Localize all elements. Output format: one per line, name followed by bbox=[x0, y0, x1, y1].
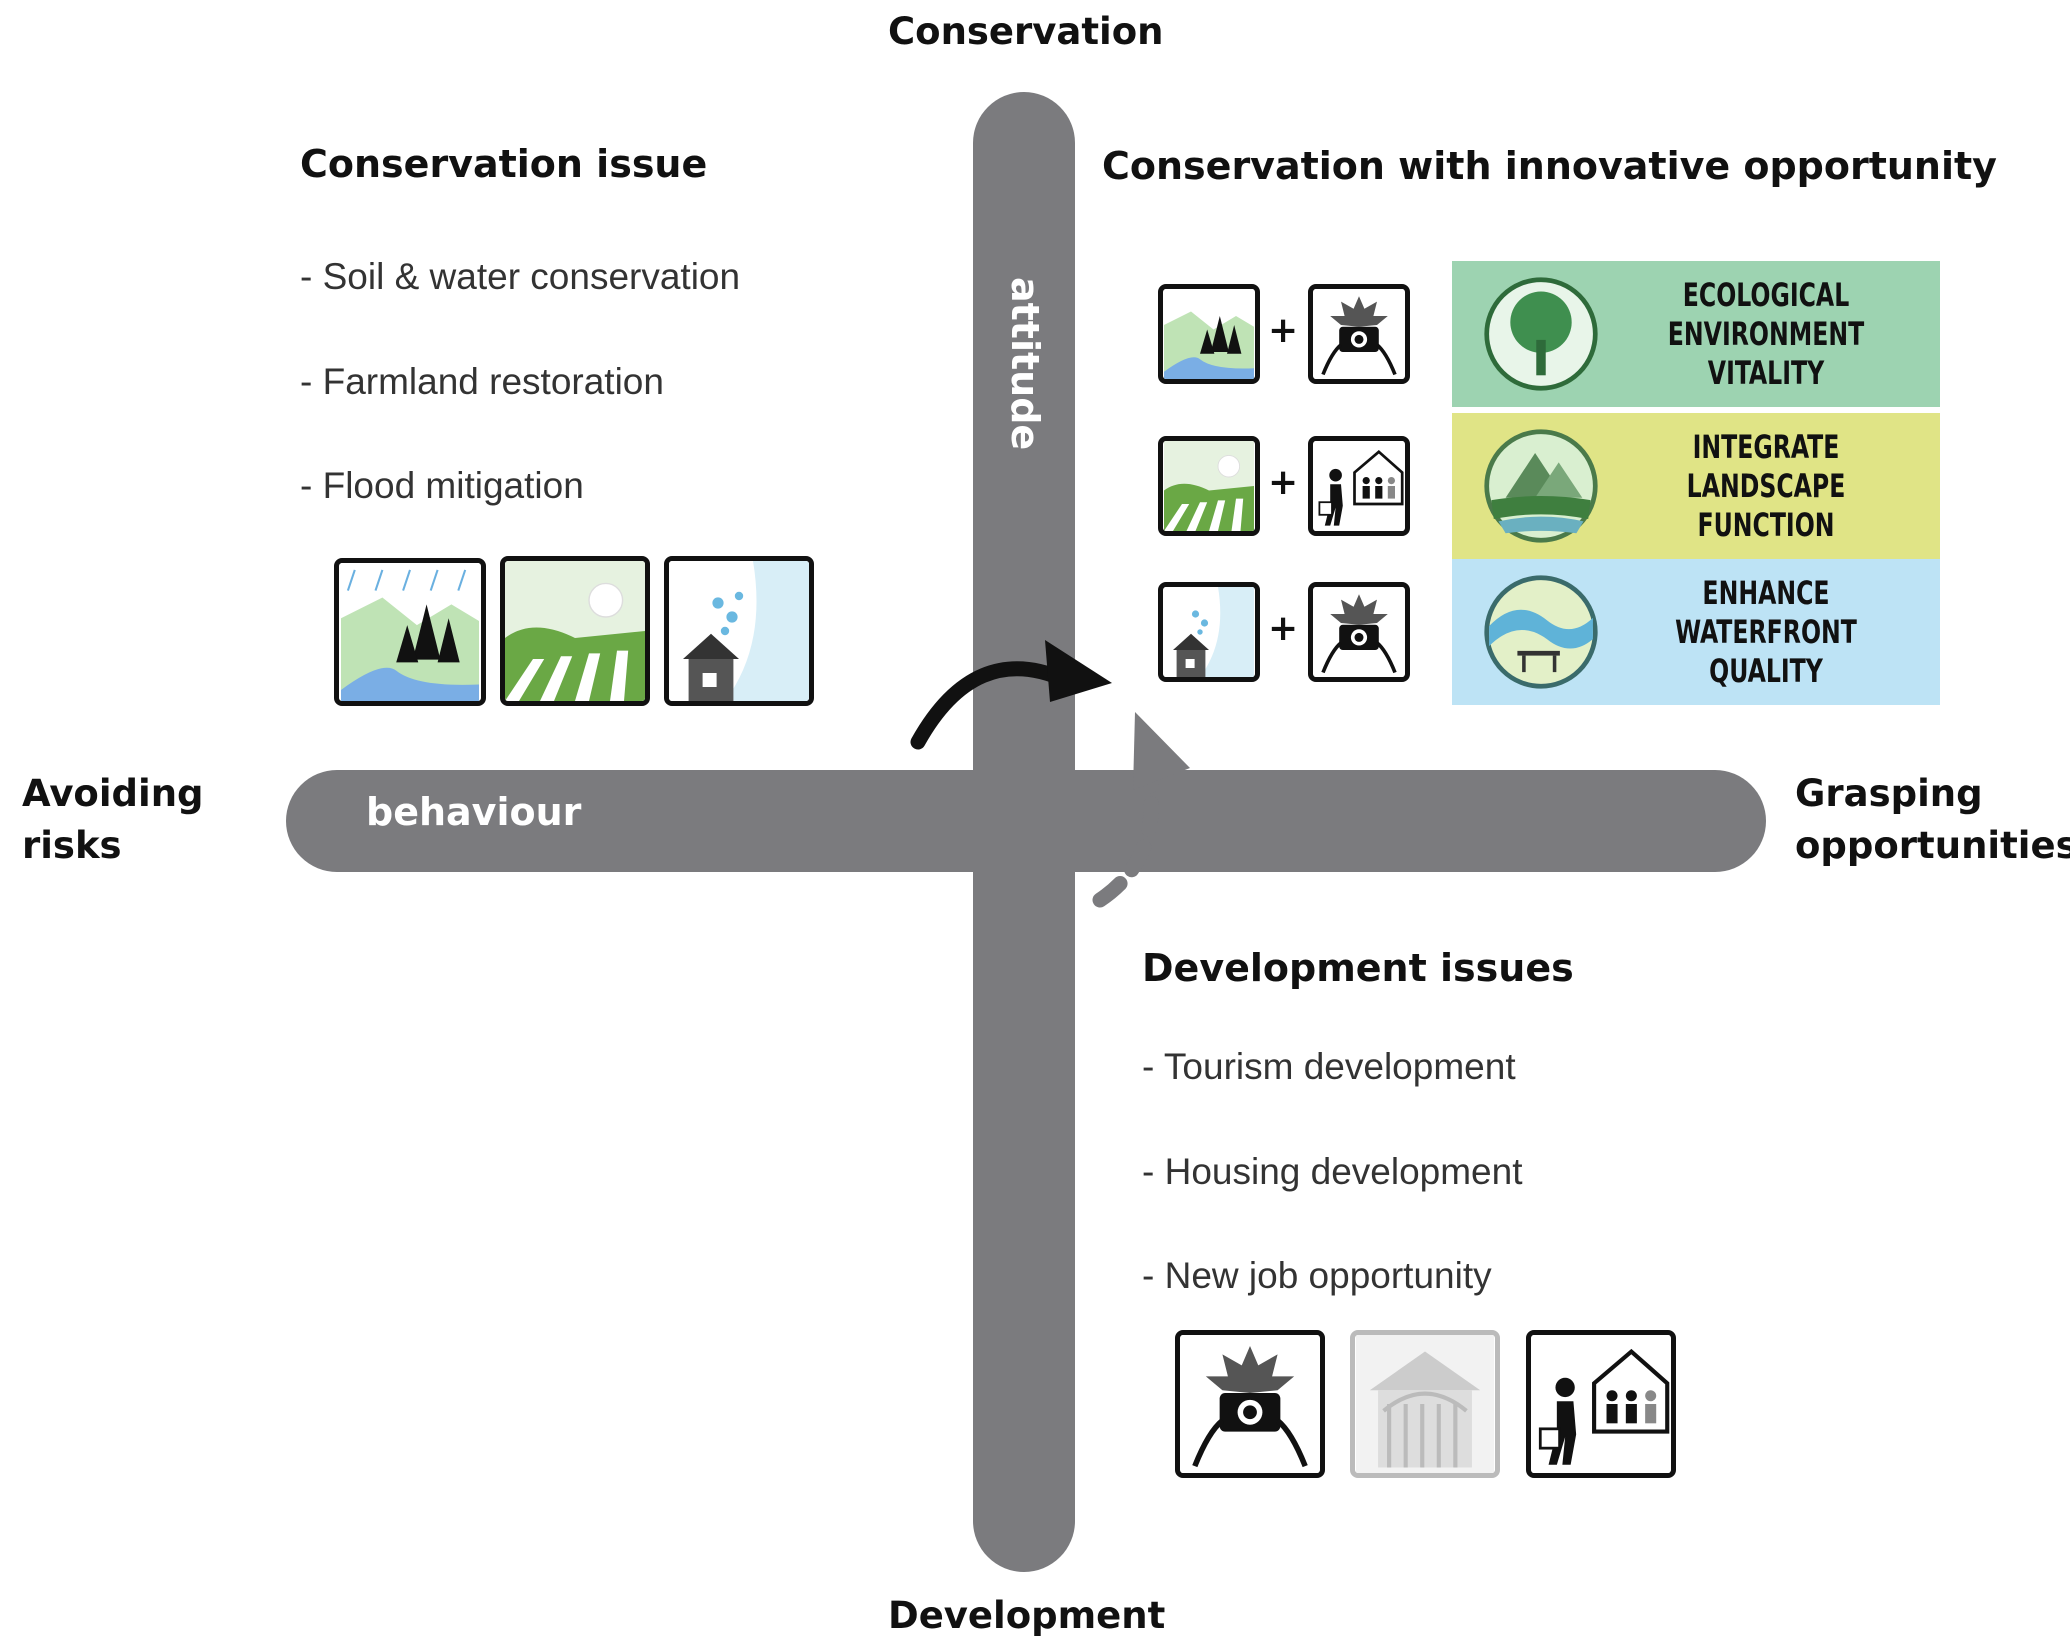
band-label: INTEGRATE LANDSCAPE FUNCTION bbox=[1686, 427, 1846, 544]
band-label: ENHANCE WATERFRONT QUALITY bbox=[1675, 573, 1857, 690]
axis-label-right: Grasping opportunities bbox=[1795, 772, 2070, 867]
housing-gate-icon bbox=[1350, 1330, 1500, 1478]
farmland-sun-icon bbox=[1158, 436, 1260, 536]
conservation-item: - Flood mitigation bbox=[300, 465, 584, 506]
axis-label-top: Conservation bbox=[888, 10, 1164, 53]
development-title: Development issues bbox=[1142, 946, 1574, 990]
band-ecological: ECOLOGICAL ENVIRONMENT VITALITY bbox=[1452, 261, 1940, 407]
farmland-sun-icon bbox=[500, 556, 650, 706]
behaviour-label: behaviour bbox=[366, 790, 582, 834]
development-item: - Tourism development bbox=[1142, 1046, 1516, 1087]
forest-rain-river-icon bbox=[334, 558, 486, 706]
band-landscape: INTEGRATE LANDSCAPE FUNCTION bbox=[1452, 413, 1940, 559]
plus-sign: + bbox=[1268, 608, 1299, 649]
conservation-item: - Farmland restoration bbox=[300, 361, 664, 402]
flood-house-icon bbox=[1158, 582, 1260, 682]
innovative-title: Conservation with innovative opportunity bbox=[1102, 144, 1997, 188]
axis-label-left: Avoiding risks bbox=[22, 772, 204, 867]
dashed-arrow-head bbox=[1133, 712, 1190, 790]
camera-tourism-icon bbox=[1308, 582, 1410, 682]
camera-tourism-icon bbox=[1175, 1330, 1325, 1478]
terraced-landscape-badge-icon bbox=[1482, 427, 1600, 545]
development-item: - New job opportunity bbox=[1142, 1255, 1492, 1296]
band-waterfront: ENHANCE WATERFRONT QUALITY bbox=[1452, 559, 1940, 705]
curved-arrow-head bbox=[1045, 640, 1112, 702]
conservation-item: - Soil & water conservation bbox=[300, 256, 741, 297]
plus-sign: + bbox=[1268, 462, 1299, 503]
waterfront-badge-icon bbox=[1482, 573, 1600, 691]
forest-rain-river-icon bbox=[1158, 284, 1260, 384]
job-housing-icon bbox=[1308, 436, 1410, 536]
tree-badge-icon bbox=[1482, 275, 1600, 393]
curved-arrow-icon bbox=[910, 661, 1073, 750]
horizontal-axis-bar bbox=[286, 770, 1766, 872]
flood-house-icon bbox=[664, 556, 814, 706]
development-item: - Housing development bbox=[1142, 1151, 1523, 1192]
conservation-issue-title: Conservation issue bbox=[300, 142, 708, 186]
job-housing-icon bbox=[1526, 1330, 1676, 1478]
band-label: ECOLOGICAL ENVIRONMENT VITALITY bbox=[1667, 275, 1865, 392]
camera-tourism-icon bbox=[1308, 284, 1410, 384]
plus-sign: + bbox=[1268, 310, 1299, 351]
dashed-arrow-icon bbox=[1092, 772, 1159, 908]
